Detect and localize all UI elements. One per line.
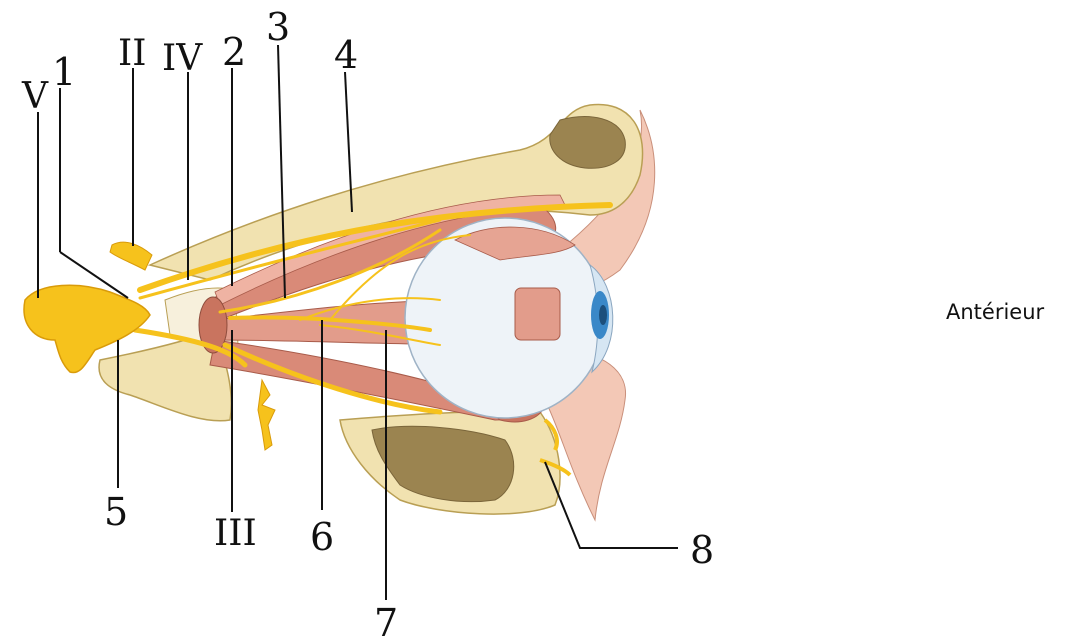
label-3: 3: [266, 5, 290, 49]
label-7: 7: [374, 601, 398, 641]
orientation-label: Antérieur: [946, 300, 1044, 324]
label-8: 8: [690, 528, 714, 572]
pupil: [599, 305, 607, 325]
optic-nerve: [110, 242, 152, 270]
label-6: 6: [310, 515, 334, 559]
ciliary-ganglion-branch: [258, 380, 275, 450]
label-IV: IV: [162, 38, 203, 79]
label-5: 5: [104, 490, 128, 534]
label-2: 2: [222, 30, 246, 74]
label-1: 1: [52, 50, 76, 94]
label-III: III: [214, 513, 257, 554]
lateral-rectus-insertion: [515, 288, 560, 340]
label-4: 4: [334, 33, 358, 77]
leader-8: [545, 462, 678, 548]
label-II: II: [118, 33, 146, 74]
label-V: V: [21, 76, 49, 117]
